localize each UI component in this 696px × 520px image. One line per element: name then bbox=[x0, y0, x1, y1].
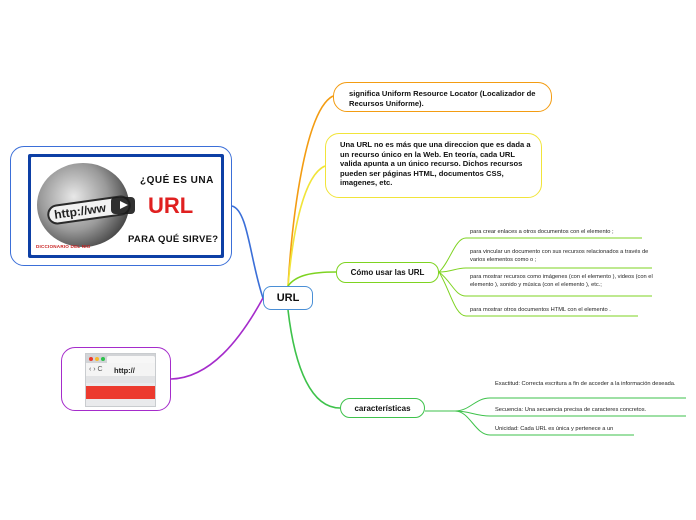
browser-titlebar bbox=[86, 354, 155, 363]
topic-como-usar-label: Cómo usar las URL bbox=[350, 268, 425, 277]
subtopic-text: para crear enlaces a otros documentos co… bbox=[470, 229, 614, 235]
subtopic-como-usar-2[interactable]: para vincular un documento con sus recur… bbox=[470, 249, 653, 264]
play-icon[interactable] bbox=[111, 197, 135, 214]
browser-toolbar bbox=[86, 376, 155, 383]
connector-caracteristicas bbox=[287, 309, 341, 409]
topic-caracteristicas[interactable]: características bbox=[340, 398, 425, 418]
subtopic-caracteristica-2[interactable]: Secuencia: Una secuencia precisa de cara… bbox=[495, 407, 685, 415]
subtopic-text: para mostrar otros documentos HTML con e… bbox=[470, 307, 611, 313]
connector-image1 bbox=[231, 205, 264, 299]
subtopic-text: Exactitud: Correcta escritura a fin de a… bbox=[495, 381, 676, 387]
image-node-video[interactable]: http://ww ¿QUÉ ES UNA URL PARA QUÉ SIRVE… bbox=[10, 146, 232, 266]
subtopic-como-usar-3[interactable]: para mostrar recursos como imágenes (con… bbox=[470, 274, 653, 289]
subtopic-como-usar-4[interactable]: para mostrar otros documentos HTML con e… bbox=[470, 307, 653, 315]
image-node-browser[interactable]: ‹ › C http:// bbox=[61, 347, 171, 411]
caracteristicas-sublinks bbox=[424, 397, 686, 436]
subtopic-caracteristica-3[interactable]: Unicidad: Cada URL es única y pertenece … bbox=[495, 426, 645, 434]
central-topic-url[interactable]: URL bbox=[263, 286, 313, 310]
maximize-dot-icon bbox=[101, 357, 105, 361]
thumbnail-title-url: URL bbox=[148, 193, 194, 218]
thumbnail-footer: DICCIONARIO DEL NIO bbox=[36, 244, 91, 249]
minimize-dot-icon bbox=[95, 357, 99, 361]
topic-definicion-text: Una URL no es más que una direccion que … bbox=[340, 140, 531, 188]
subtopic-text: para vincular un documento con sus recur… bbox=[470, 249, 649, 263]
browser-address-text: http:// bbox=[114, 366, 135, 375]
browser-window-illustration: ‹ › C http:// bbox=[85, 353, 156, 407]
connector-como-usar bbox=[287, 271, 337, 287]
subtopic-como-usar-1[interactable]: para crear enlaces a otros documentos co… bbox=[470, 229, 650, 237]
video-thumbnail[interactable]: http://ww ¿QUÉ ES UNA URL PARA QUÉ SIRVE… bbox=[28, 154, 224, 258]
browser-address-bar bbox=[86, 363, 155, 376]
subtopic-text: para mostrar recursos como imágenes (con… bbox=[470, 274, 653, 288]
connector-significado bbox=[287, 95, 334, 287]
browser-tab bbox=[107, 356, 155, 363]
connector-image2 bbox=[170, 297, 264, 380]
topic-caracteristicas-label: características bbox=[354, 403, 411, 413]
subtopic-text: Secuencia: Una secuencia precisa de cara… bbox=[495, 407, 647, 413]
topic-como-usar[interactable]: Cómo usar las URL bbox=[336, 262, 439, 283]
central-topic-label: URL bbox=[276, 292, 300, 304]
browser-nav-icons: ‹ › C bbox=[89, 366, 103, 373]
subtopic-caracteristica-1[interactable]: Exactitud: Correcta escritura a fin de a… bbox=[495, 381, 685, 389]
topic-significado-text: significa Uniform Resource Locator (Loca… bbox=[349, 89, 536, 108]
thumbnail-title-top: ¿QUÉ ES UNA bbox=[140, 175, 214, 186]
browser-content-band bbox=[86, 386, 155, 399]
thumbnail-title-bottom: PARA QUÉ SIRVE? bbox=[128, 234, 219, 245]
topic-definicion[interactable]: Una URL no es más que una direccion que … bbox=[325, 133, 542, 198]
como-usar-sublinks bbox=[438, 237, 652, 317]
topic-significado[interactable]: significa Uniform Resource Locator (Loca… bbox=[333, 82, 552, 112]
close-dot-icon bbox=[89, 357, 93, 361]
connector-definicion bbox=[287, 165, 326, 287]
subtopic-text: Unicidad: Cada URL es única y pertenece … bbox=[495, 426, 614, 432]
